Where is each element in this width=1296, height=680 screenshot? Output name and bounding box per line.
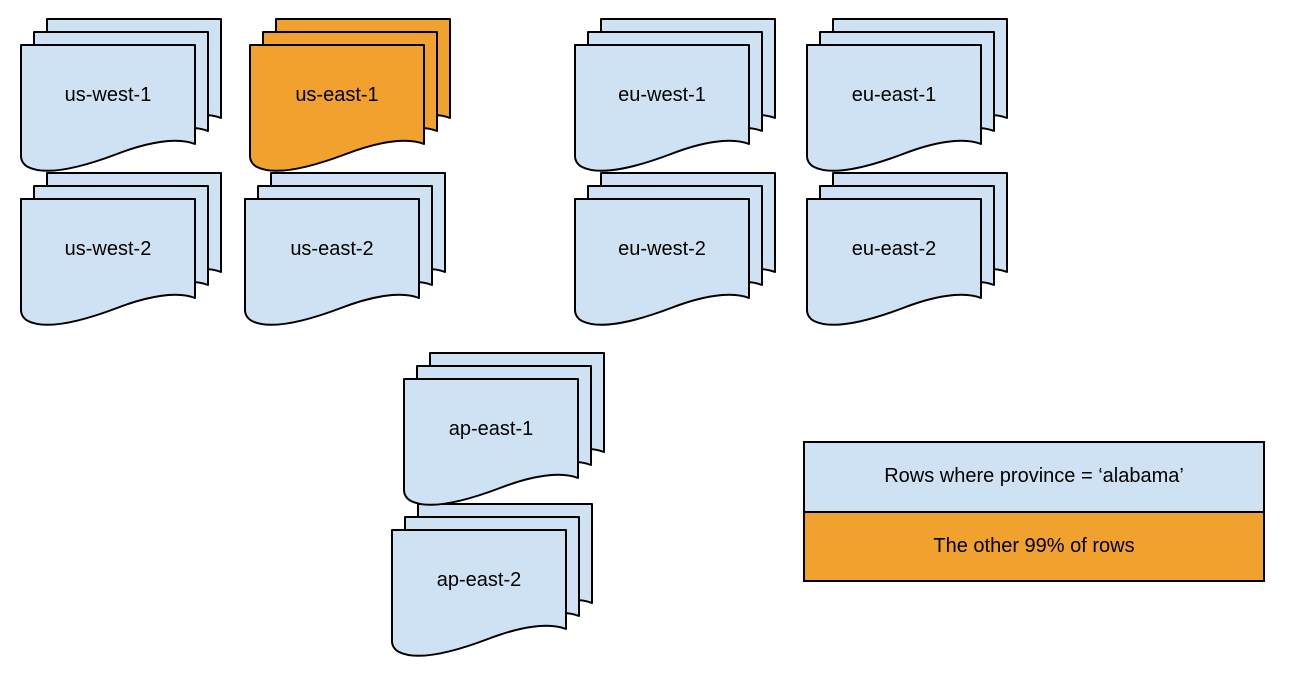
legend: Rows where province = ‘alabama’ The othe… bbox=[803, 441, 1265, 582]
legend-item-label: Rows where province = ‘alabama’ bbox=[884, 465, 1184, 488]
legend-item-label: The other 99% of rows bbox=[933, 534, 1135, 557]
region-label: eu-west-2 bbox=[618, 237, 706, 260]
region-label: ap-east-1 bbox=[448, 417, 534, 440]
legend-item-alabama-rows: Rows where province = ‘alabama’ bbox=[805, 443, 1263, 513]
region-stack-us-west-2: us-west-2 bbox=[19, 171, 223, 331]
region-stack-ap-east-2: ap-east-2 bbox=[390, 502, 594, 662]
region-stack-eu-east-2: eu-east-2 bbox=[805, 171, 1009, 331]
region-stack-us-east-2: us-east-2 bbox=[243, 171, 447, 331]
region-label: us-east-2 bbox=[290, 237, 374, 260]
region-stack-us-east-1: us-east-1 bbox=[248, 17, 452, 177]
region-label: us-east-1 bbox=[295, 83, 379, 106]
legend-item-other-rows: The other 99% of rows bbox=[805, 512, 1263, 580]
region-stack-eu-east-1: eu-east-1 bbox=[805, 17, 1009, 177]
region-stack-eu-west-2: eu-west-2 bbox=[573, 171, 777, 331]
region-stack-ap-east-1: ap-east-1 bbox=[402, 351, 606, 511]
region-label: eu-east-1 bbox=[851, 83, 937, 106]
region-label: us-west-1 bbox=[64, 83, 152, 106]
region-stack-eu-west-1: eu-west-1 bbox=[573, 17, 777, 177]
region-label: eu-west-1 bbox=[618, 83, 706, 106]
region-label: us-west-2 bbox=[64, 237, 152, 260]
region-label: ap-east-2 bbox=[436, 568, 522, 591]
region-label: eu-east-2 bbox=[851, 237, 937, 260]
region-stack-us-west-1: us-west-1 bbox=[19, 17, 223, 177]
